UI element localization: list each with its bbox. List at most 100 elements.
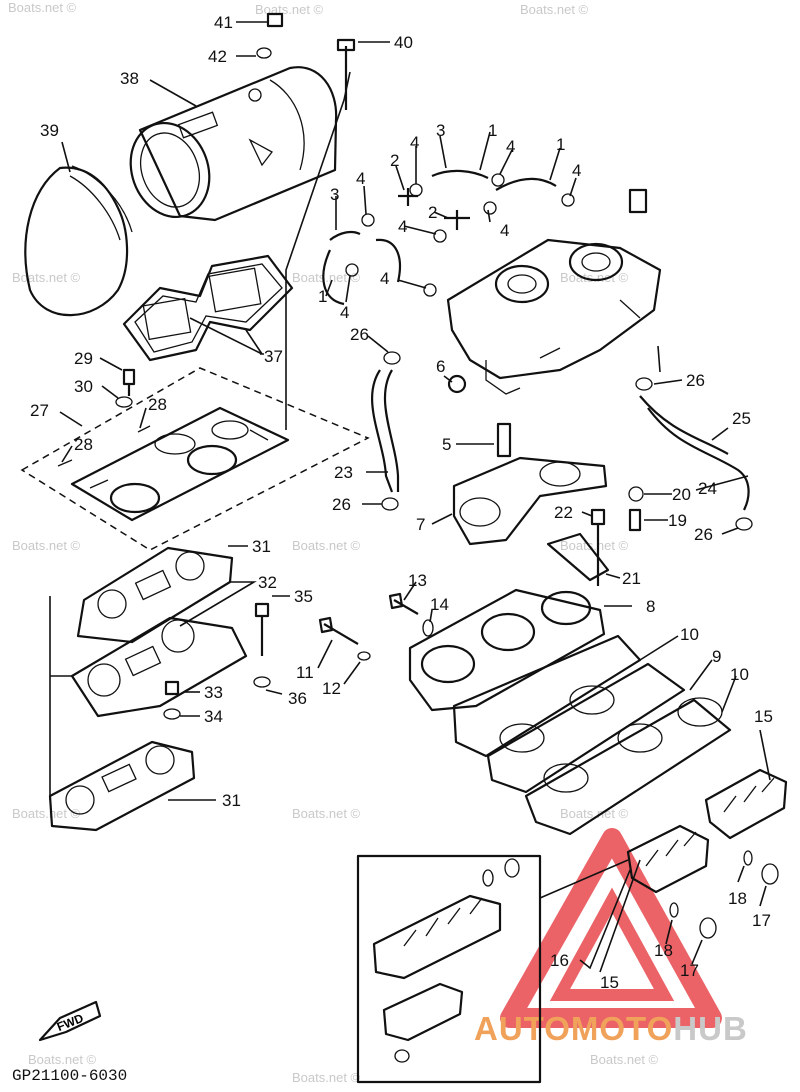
inset-box [356, 854, 542, 1084]
hose-25 [647, 407, 750, 511]
leader-38 [149, 79, 197, 107]
callout-38: 38 [120, 69, 139, 88]
plate-rib [89, 429, 269, 489]
plate-27 [70, 406, 290, 522]
brand-part1: AUTOMOTO [474, 1010, 673, 1047]
carb-throat-1 [494, 264, 550, 304]
leader-6 [443, 375, 453, 383]
gasket-37-a [122, 254, 294, 362]
gasket-10-b [524, 698, 732, 836]
carb-venturi [507, 274, 537, 294]
watermark-text: Boats.net © [255, 2, 324, 17]
clamp-4 [483, 201, 497, 215]
callout-40: 40 [394, 33, 413, 52]
leader-21 [605, 573, 621, 579]
callout-4: 4 [410, 133, 419, 152]
bolt-29 [122, 368, 136, 396]
clamp-4 [491, 173, 505, 187]
callout-32: 32 [258, 573, 277, 592]
gasket-window [134, 569, 172, 601]
callout-13: 13 [408, 571, 427, 590]
leader-17b [691, 939, 703, 965]
callout-10b: 10 [730, 665, 749, 684]
watermark-text: Boats.net © [560, 806, 629, 821]
watermark-text: Boats.net © [12, 806, 81, 821]
carb-throat-2 [568, 242, 624, 282]
inset-reed-petals [382, 982, 464, 1042]
manifold-port [540, 590, 592, 626]
hose-bend [375, 238, 402, 283]
bracket-21 [546, 532, 610, 582]
carburetor-body [446, 238, 662, 380]
gasket-hole [145, 745, 175, 775]
watermark-text: Boats.net © [12, 538, 81, 553]
callout-16: 16 [550, 951, 569, 970]
plate-hole [87, 663, 121, 697]
silencer-port [248, 88, 262, 102]
callout-3b: 3 [330, 185, 339, 204]
reed-petal [723, 777, 775, 813]
bolt-11 [318, 616, 359, 645]
clamp-26 [735, 517, 753, 531]
gasket-hole [65, 785, 95, 815]
callout-25: 25 [732, 409, 751, 428]
leader-40-long [285, 71, 351, 430]
clamp-4 [423, 283, 437, 297]
leader-10b [721, 675, 737, 713]
washer-18 [743, 850, 753, 866]
washer-12 [357, 651, 371, 661]
silencer-bracket [248, 138, 273, 167]
callout-31: 31 [252, 537, 271, 556]
callout-24: 24 [698, 479, 717, 498]
callout-4d: 4 [356, 169, 365, 188]
silencer-body-38 [138, 66, 338, 222]
washer-34 [163, 708, 181, 720]
hose-1-left [322, 249, 345, 306]
plate-hole [161, 619, 195, 653]
carb-fitting [628, 188, 648, 214]
callout-12: 12 [322, 679, 341, 698]
leader-32 [179, 581, 257, 627]
watermark-text: Boats.net © [28, 1052, 97, 1067]
callout-37: 37 [264, 347, 283, 366]
gasket-window [101, 763, 137, 793]
reed-port [499, 723, 545, 753]
inset-bolt [504, 858, 520, 878]
bolt-17 [761, 863, 779, 885]
callout-7: 7 [416, 515, 425, 534]
washer-18 [669, 902, 679, 918]
leader-3 [439, 135, 447, 169]
callout-10: 10 [680, 625, 699, 644]
watermark-text: Boats.net © [292, 538, 361, 553]
clamp-4 [345, 263, 359, 277]
leader-carb [657, 345, 661, 373]
intake-duct-39 [24, 166, 129, 317]
leader-13 [403, 581, 417, 601]
reed-valve-15-b [626, 824, 710, 894]
leader-7 [431, 513, 453, 525]
watermark-text: Boats.net © [560, 538, 629, 553]
leader-26b [721, 527, 739, 535]
carb-venturi [581, 252, 611, 272]
leader-15 [759, 729, 771, 781]
callout-18: 18 [728, 889, 747, 908]
callout-26: 26 [350, 325, 369, 344]
leader-14 [429, 609, 433, 623]
callout-26c: 26 [332, 495, 351, 514]
leader-4 [569, 177, 577, 197]
bolt-40 [336, 38, 356, 110]
tee-fitting-2 [398, 188, 418, 206]
callout-28b: 28 [74, 435, 93, 454]
gasket-7 [452, 456, 608, 546]
callout-30: 30 [74, 377, 93, 396]
hose-3-left [329, 230, 361, 241]
leader-22 [581, 511, 593, 517]
dashed-assembly-outline [20, 367, 370, 551]
clamp-4 [561, 193, 575, 207]
plate-window [124, 645, 162, 677]
watermark-text: Boats.net © [520, 2, 589, 17]
hose-1 [495, 177, 557, 191]
hose-23-b [383, 369, 400, 492]
gasket-hole [543, 763, 589, 793]
leader-31-dashed [49, 596, 72, 800]
